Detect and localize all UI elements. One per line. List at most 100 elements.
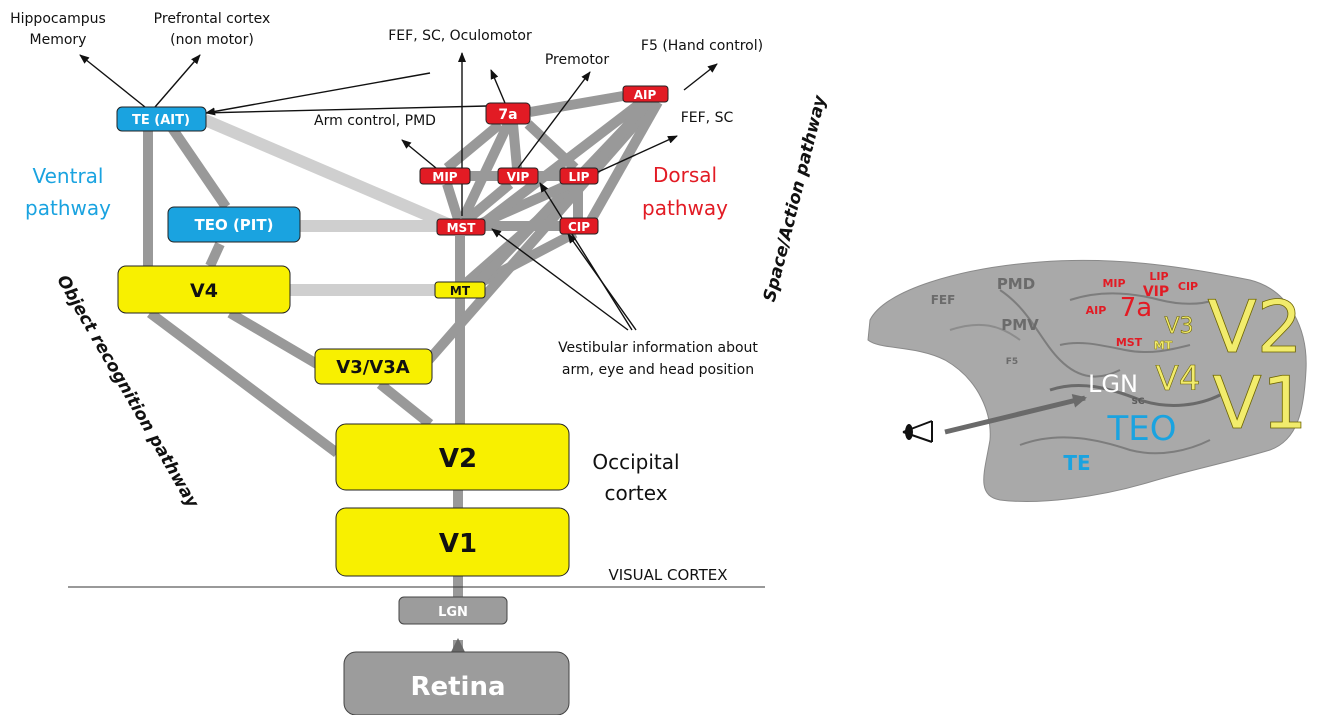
arrow-te-hippocampus — [79, 54, 146, 108]
area-teo-pit-label: TEO (PIT) — [195, 216, 274, 234]
eye-pupil-icon — [905, 424, 913, 440]
area-v1-label: V1 — [439, 529, 477, 559]
brain-mip: MIP — [1102, 277, 1125, 290]
arrow-7a-te — [201, 105, 488, 114]
link-mst-vip — [464, 180, 514, 223]
brain-aip: AIP — [1086, 304, 1107, 317]
link-cip-aip — [585, 99, 663, 225]
target-fef-sc: FEF, SC — [681, 110, 734, 126]
area-v3-v3a-label: V3/V3A — [336, 357, 409, 378]
area-cip-label: CIP — [568, 220, 590, 234]
brain-te: TE — [1063, 451, 1090, 475]
area-mst-label: MST — [447, 221, 477, 235]
occipital-line2: cortex — [604, 481, 667, 505]
visual-cortex-label: VISUAL CORTEX — [608, 566, 727, 584]
ventral-label-line1: Ventral — [33, 164, 104, 188]
area-vip-label: VIP — [507, 170, 530, 184]
area-mip: MIP — [419, 167, 471, 185]
brain-vip: VIP — [1143, 284, 1169, 300]
arrow-aip-f5 — [683, 63, 718, 91]
brain-sulcus-1 — [999, 289, 1121, 378]
arrow-vestibular-vip — [539, 182, 633, 331]
brain-v2: V2 — [1207, 285, 1302, 369]
target-prefrontal-line2: (non motor) — [170, 32, 254, 48]
occipital-line1: Occipital — [592, 450, 679, 474]
brain-sulcus-6 — [949, 323, 1021, 341]
area-retina: Retina — [343, 651, 570, 715]
target-labels: Hippocampus Memory Prefrontal cortex (no… — [10, 11, 763, 129]
brain-mt: MT — [1154, 339, 1173, 352]
brain-v1: V1 — [1212, 361, 1307, 445]
arrow-vestibular-mst — [491, 228, 629, 331]
brain-pmd: PMD — [997, 275, 1035, 293]
brain-pmv: PMV — [1001, 316, 1039, 334]
link-te-mst — [202, 114, 458, 233]
brain-lip: LIP — [1149, 270, 1168, 283]
area-lgn: LGN — [398, 596, 508, 625]
brain-v3: V3 — [1164, 314, 1193, 339]
link-v4-v2 — [147, 308, 340, 458]
space-action-label: Space/Action pathway — [760, 93, 831, 304]
area-mt: MT — [434, 281, 486, 299]
link-mip-7a — [443, 120, 504, 172]
target-arm-control: Arm control, PMD — [314, 113, 436, 129]
brain-sulcus-4 — [1049, 383, 1221, 407]
area-mst: MST — [436, 218, 486, 236]
brain-f5: F5 — [1006, 357, 1018, 367]
link-lip-7a — [524, 120, 579, 172]
area-v4: V4 — [117, 265, 291, 314]
dorsal-label-line2: pathway — [642, 196, 728, 220]
area-retina-label: Retina — [410, 672, 505, 702]
brain-mst: MST — [1116, 336, 1143, 349]
brain-outline — [867, 259, 1307, 502]
brain-lgn: LGN — [1088, 370, 1138, 398]
arrow-vip-premotor — [517, 71, 591, 169]
connections — [68, 91, 765, 652]
area-te-ait: TE (AIT) — [116, 106, 207, 132]
area-lip-label: LIP — [569, 170, 590, 184]
target-oculomotor: FEF, SC, Oculomotor — [388, 28, 532, 44]
area-cip: CIP — [559, 217, 599, 235]
link-7a-aip — [529, 91, 624, 117]
area-teo-pit: TEO (PIT) — [167, 206, 301, 243]
link-mst-mip — [442, 182, 463, 221]
ventral-label-line2: pathway — [25, 196, 111, 220]
area-aip-label: AIP — [634, 88, 657, 102]
target-f5-hand: F5 (Hand control) — [641, 38, 763, 54]
link-teo-v4 — [205, 241, 225, 269]
brain-sc: SC — [1131, 397, 1144, 407]
area-7a-label: 7a — [498, 107, 517, 123]
area-lip: LIP — [559, 167, 599, 185]
link-te-teo — [167, 125, 231, 210]
target-prefrontal-line1: Prefrontal cortex — [154, 11, 271, 27]
area-v3-v3a: V3/V3A — [314, 348, 433, 385]
brain-sulcus-5 — [1019, 436, 1211, 455]
area-mip-label: MIP — [432, 170, 457, 184]
arrow-mip-arm — [401, 139, 437, 169]
area-lgn-label: LGN — [438, 605, 468, 620]
arrow-lip-fef — [597, 135, 678, 173]
dorsal-label-line1: Dorsal — [653, 163, 717, 187]
link-v4-v3 — [227, 308, 325, 372]
target-hippocampus-line2: Memory — [30, 32, 87, 48]
vestibular-line1: Vestibular information about — [558, 340, 758, 356]
brain-sulcus-2 — [1069, 292, 1216, 305]
area-vip: VIP — [497, 167, 539, 185]
area-v2: V2 — [335, 423, 570, 491]
link-lip-aip — [588, 98, 650, 174]
area-v2-label: V2 — [439, 444, 477, 474]
brain-sulcus-3 — [1059, 341, 1191, 354]
area-v1: V1 — [335, 507, 570, 577]
link-v3-v2 — [376, 380, 434, 428]
area-v4-label: V4 — [190, 280, 218, 302]
eye-to-lgn-arrow — [944, 394, 1087, 435]
brain-illustration: FEF PMD PMV F5 SC MIP LIP VIP CIP 7a AIP… — [867, 259, 1308, 502]
arrow-7a-oculomotor — [490, 69, 506, 104]
area-te-ait-label: TE (AIT) — [132, 113, 190, 128]
area-7a: 7a — [485, 102, 531, 125]
brain-7a: 7a — [1120, 293, 1152, 323]
link-vip-7a — [508, 123, 522, 169]
brain-cip: CIP — [1178, 280, 1198, 293]
arrow-to-te — [205, 72, 431, 116]
vestibular-line2: arm, eye and head position — [562, 362, 754, 378]
